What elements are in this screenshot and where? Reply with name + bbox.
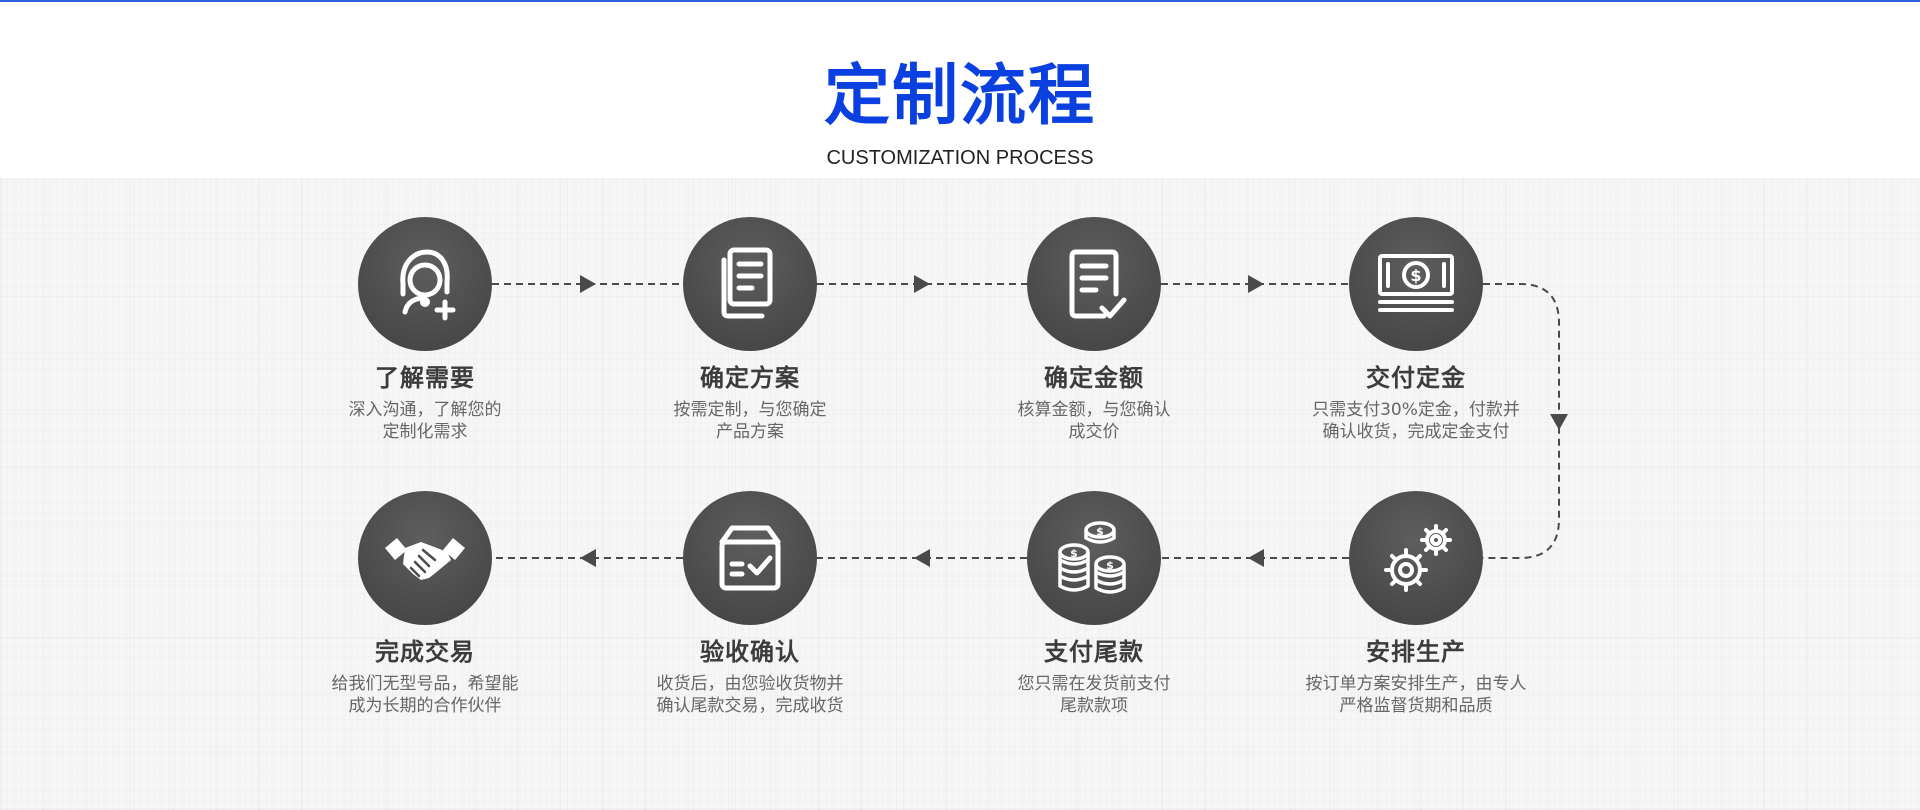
step-circle: $ $ $ — [1027, 491, 1161, 625]
step-description-line: 按需定制，与您确定 — [673, 400, 827, 420]
step-description-line: 尾款款项 — [1060, 696, 1128, 716]
coins-icon: $ $ $ — [1058, 521, 1126, 594]
step-description-line: 您只需在发货前支付 — [1017, 674, 1171, 694]
arrow-left-6 — [914, 549, 930, 567]
step-description-line: 成交价 — [1068, 422, 1120, 442]
step-circle — [1027, 217, 1161, 351]
step-description: 收货后，由您验收货物并 确认尾款交易，完成收货 — [620, 673, 880, 717]
top-accent-line — [0, 0, 1920, 2]
step-circle — [683, 217, 817, 351]
step-description: 只需支付30%定金，付款并 确认收货，完成定金支付 — [1286, 399, 1546, 443]
step-title: 交付定金 — [1366, 364, 1466, 392]
step-description-line: 定制化需求 — [382, 422, 468, 442]
process-background — [0, 178, 1920, 810]
step-description: 按订单方案安排生产，由专人 严格监督货期和品质 — [1286, 673, 1546, 717]
arrow-down-4 — [1550, 414, 1568, 430]
page-subtitle: CUSTOMIZATION PROCESS — [826, 147, 1094, 169]
arrow-right-3 — [1248, 275, 1264, 293]
step-description-line: 成为长期的合作伙伴 — [348, 696, 502, 716]
step-title: 验收确认 — [700, 638, 800, 666]
svg-text:$: $ — [1106, 559, 1114, 572]
step-description-line: 核算金额，与您确认 — [1017, 400, 1171, 420]
arrow-left-7 — [580, 549, 596, 567]
handshake-icon — [385, 538, 465, 580]
banknote-icon: $ — [1378, 254, 1454, 312]
svg-text:$: $ — [1410, 266, 1421, 285]
document-check-icon — [1069, 249, 1127, 319]
step-description-line: 深入沟通，了解您的 — [348, 400, 502, 420]
step-title: 支付尾款 — [1044, 638, 1144, 666]
step-circle: $ — [1349, 217, 1483, 351]
step-circle — [1349, 491, 1483, 625]
documents-icon — [721, 247, 773, 319]
step-description-line: 确认尾款交易，完成收货 — [656, 696, 844, 716]
step-description: 按需定制，与您确定 产品方案 — [620, 399, 880, 443]
step-description-line: 严格监督货期和品质 — [1339, 696, 1493, 716]
step-description: 给我们无型号品，希望能 成为长期的合作伙伴 — [295, 673, 555, 717]
step-understand-needs: 了解需要 深入沟通，了解您的 定制化需求 — [295, 217, 555, 443]
step-title: 安排生产 — [1366, 638, 1466, 666]
step-description-line: 确认收货，完成定金支付 — [1322, 422, 1510, 442]
step-description: 您只需在发货前支付 尾款款项 — [964, 673, 1224, 717]
step-inspect-confirm: 验收确认 收货后，由您验收货物并 确认尾款交易，完成收货 — [620, 491, 880, 717]
step-description-line: 按订单方案安排生产，由专人 — [1305, 674, 1527, 694]
gears-icon — [1384, 524, 1452, 592]
step-description-line: 收货后，由您验收货物并 — [656, 674, 844, 694]
arrow-left-5 — [1248, 549, 1264, 567]
step-confirm-amount: 确定金额 核算金额，与您确认 成交价 — [964, 217, 1224, 443]
step-circle — [358, 491, 492, 625]
step-pay-deposit: $ 交付定金 只需支付30%定金，付款并 确认收货，完成定金支付 — [1286, 217, 1546, 443]
step-description-line: 产品方案 — [716, 422, 784, 442]
arrow-right-2 — [914, 275, 930, 293]
step-title: 确定方案 — [700, 364, 800, 392]
page-title: 定制流程 — [824, 57, 1096, 134]
step-description: 核算金额，与您确认 成交价 — [964, 399, 1224, 443]
step-circle — [683, 491, 817, 625]
step-title: 了解需要 — [375, 364, 475, 392]
step-description: 深入沟通，了解您的 定制化需求 — [295, 399, 555, 443]
step-confirm-plan: 确定方案 按需定制，与您确定 产品方案 — [620, 217, 880, 443]
step-circle — [358, 217, 492, 351]
box-check-icon — [719, 525, 781, 591]
step-title: 完成交易 — [375, 638, 475, 666]
arrow-right-1 — [580, 275, 596, 293]
step-arrange-production: 安排生产 按订单方案安排生产，由专人 严格监督货期和品质 — [1286, 491, 1546, 717]
headset-plus-icon — [400, 249, 456, 321]
svg-text:$: $ — [1096, 525, 1104, 538]
step-description-line: 给我们无型号品，希望能 — [331, 674, 519, 694]
step-pay-balance: $ $ $ 支付尾款 您只需在发货前支付 尾款款项 — [964, 491, 1224, 717]
step-title: 确定金额 — [1044, 364, 1144, 392]
step-description-line: 只需支付30%定金，付款并 — [1312, 400, 1520, 420]
svg-text:$: $ — [1070, 547, 1078, 560]
step-complete-deal: 完成交易 给我们无型号品，希望能 成为长期的合作伙伴 — [295, 491, 555, 717]
header — [0, 0, 1920, 178]
